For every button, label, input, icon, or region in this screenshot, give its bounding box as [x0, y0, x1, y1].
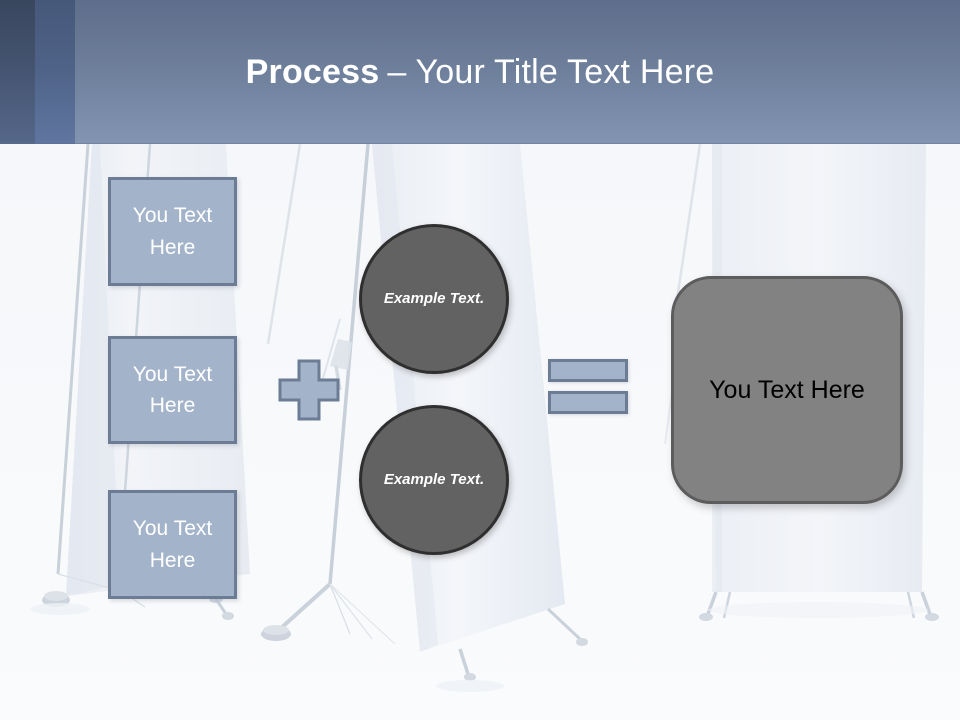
example-circle-2[interactable]: Example Text. — [359, 405, 509, 555]
input-box-3[interactable]: You Text Here — [108, 490, 237, 599]
input-box-2[interactable]: You Text Here — [108, 336, 237, 444]
title-header-band: Process – Your Title Text Here — [0, 0, 960, 144]
equals-icon — [548, 358, 630, 416]
input-box-2-label: You Text Here — [132, 362, 213, 418]
title-strong-part: Process — [245, 52, 380, 91]
result-box[interactable]: You Text Here — [671, 276, 903, 504]
header-accent-band-mid — [35, 0, 75, 144]
title-rest-part: – Your Title Text Here — [387, 52, 715, 91]
equals-bar-bottom — [548, 391, 628, 414]
header-gradient — [0, 0, 960, 144]
example-circle-1[interactable]: Example Text. — [359, 224, 509, 374]
header-accent-band-dark — [0, 0, 35, 144]
input-box-3-label: You Text Here — [132, 517, 213, 572]
plus-icon — [278, 359, 340, 421]
header-underline — [0, 143, 960, 144]
result-box-label: You Text Here — [709, 375, 865, 404]
example-circle-2-label: Example Text. — [383, 470, 485, 488]
input-box-1[interactable]: You Text Here — [108, 177, 237, 286]
input-box-1-label: You Text Here — [132, 204, 213, 259]
example-circle-1-label: Example Text. — [383, 289, 485, 307]
equals-bar-top — [548, 359, 628, 382]
page-title: Process – Your Title Text Here — [0, 0, 960, 144]
